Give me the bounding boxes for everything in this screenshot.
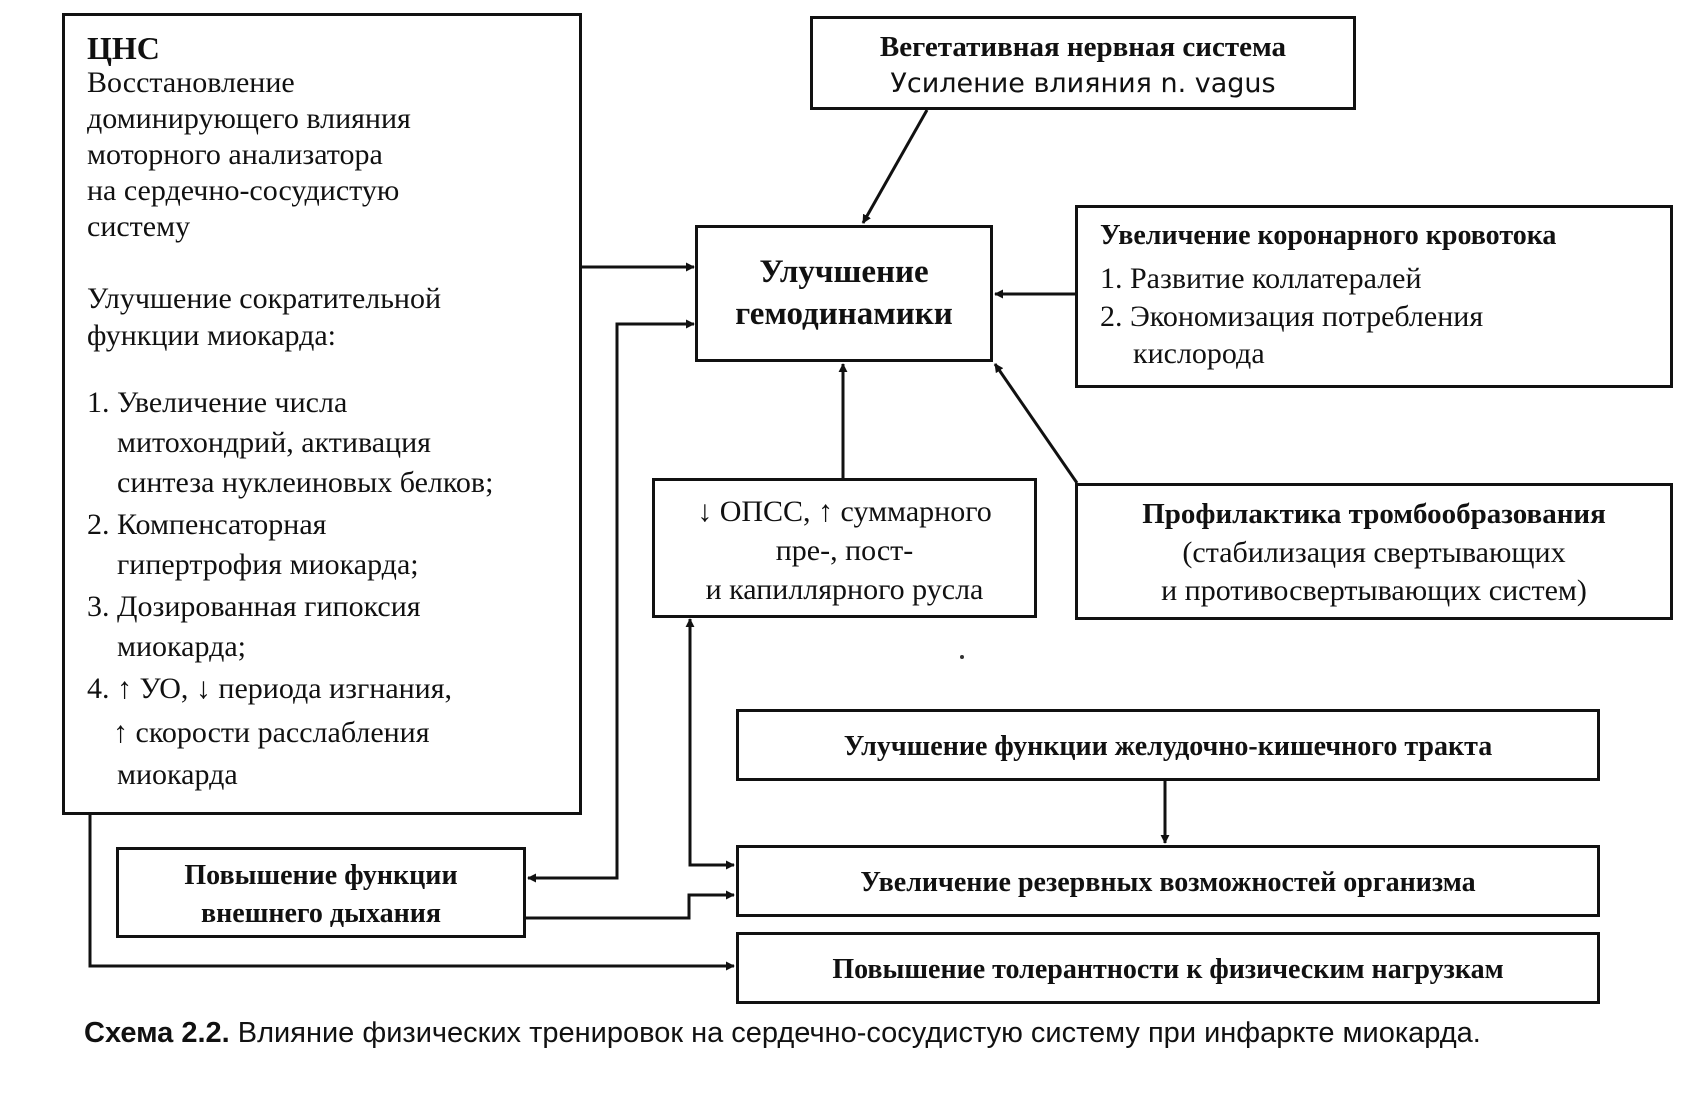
cns-box: ЦНС Восстановление доминирующего влияния… bbox=[62, 13, 582, 815]
arrow-breathing-to-reserve bbox=[526, 890, 735, 920]
coronary-item-1: 1. Развитие коллатералей bbox=[1100, 262, 1422, 295]
coronary-title: Увеличение коронарного кровотока bbox=[1100, 220, 1557, 251]
myocardium-heading-1: Улучшение сократительной bbox=[87, 282, 442, 315]
gi-title: Улучшение функции желудочно-кишечного тр… bbox=[843, 731, 1493, 762]
coronary-item-2: 2. Экономизация потребления bbox=[1100, 300, 1484, 333]
reserve-title: Увеличение резервных возможностей органи… bbox=[860, 867, 1476, 898]
myo-item-3-line-1: 3. Дозированная гипоксия bbox=[87, 590, 421, 623]
arrow-breathing-hemodynamics bbox=[527, 319, 695, 883]
opss-line-1: ↓ ОПСС, ↑ суммарного bbox=[697, 495, 992, 528]
myo-item-4-line-3: миокарда bbox=[117, 758, 238, 791]
myo-item-3-line-2: миокарда; bbox=[117, 630, 246, 663]
cns-line-1: Восстановление bbox=[87, 66, 295, 99]
coronary-box: Увеличение коронарного кровотока 1. Разв… bbox=[1075, 205, 1673, 388]
thrombo-box: Профилактика тромбообразования (стабилиз… bbox=[1075, 483, 1673, 620]
vegetative-subtitle: Усиление влияния n. vagus bbox=[890, 68, 1276, 99]
tolerance-box: Повышение толерантности к физическим наг… bbox=[736, 932, 1600, 1004]
arrow-cns-to-tolerance bbox=[88, 815, 735, 971]
tolerance-title: Повышение толерантности к физическим наг… bbox=[832, 954, 1504, 985]
arrow-vegetative-to-hemodynamics bbox=[861, 109, 929, 224]
cns-line-2: доминирующего влияния bbox=[87, 102, 411, 135]
stray-dot bbox=[960, 655, 964, 659]
myo-item-4-line-2: ↑ скорости расслабления bbox=[113, 716, 430, 749]
cns-line-4: на сердечно-сосудистую bbox=[87, 174, 400, 207]
cns-title: ЦНС bbox=[87, 30, 160, 66]
vegetative-title: Вегетативная нервная система bbox=[879, 31, 1287, 63]
opss-line-2: пре-, пост- bbox=[775, 534, 914, 567]
figure-caption: Схема 2.2. Влияние физических тренировок… bbox=[84, 1019, 1481, 1048]
cns-line-5: систему bbox=[87, 210, 191, 243]
hemodynamics-line-1: Улучшение bbox=[759, 254, 929, 290]
thrombo-line-1: (стабилизация свертывающих bbox=[1182, 536, 1566, 569]
hemodynamics-line-2: гемодинамики bbox=[735, 296, 953, 332]
myo-item-2-line-2: гипертрофия миокарда; bbox=[117, 548, 419, 581]
caption-label: Схема 2.2. bbox=[84, 1017, 230, 1049]
arrow-opss-reserve bbox=[685, 618, 735, 870]
breathing-box: Повышение функции внешнего дыхания bbox=[116, 847, 526, 938]
hemodynamics-box: Улучшение гемодинамики bbox=[695, 225, 993, 362]
breathing-line-2: внешнего дыхания bbox=[201, 898, 441, 929]
myo-item-1-line-1: 1. Увеличение числа bbox=[87, 386, 348, 419]
gi-box: Улучшение функции желудочно-кишечного тр… bbox=[736, 709, 1600, 781]
opss-line-3: и капиллярного русла bbox=[705, 573, 984, 606]
reserve-box: Увеличение резервных возможностей органи… bbox=[736, 845, 1600, 917]
caption-text: Влияние физических тренировок на сердечн… bbox=[237, 1017, 1481, 1049]
breathing-line-1: Повышение функции bbox=[184, 860, 458, 891]
thrombo-line-2: и противосвертывающих систем) bbox=[1161, 574, 1587, 607]
coronary-item-2-cont: кислорода bbox=[1133, 337, 1265, 370]
thrombo-title: Профилактика тромбообразования bbox=[1142, 498, 1606, 530]
myo-item-4-line-1: 4. ↑ УО, ↓ периода изгнания, bbox=[87, 672, 453, 705]
vegetative-box: Вегетативная нервная система Усиление вл… bbox=[810, 16, 1356, 110]
cns-line-3: моторного анализатора bbox=[87, 138, 383, 171]
myo-item-2-line-1: 2. Компенсаторная bbox=[87, 508, 327, 541]
arrow-thrombo-to-hemodynamics bbox=[993, 363, 1079, 484]
myo-item-1-line-3: синтеза нуклеиновых белков; bbox=[117, 466, 494, 499]
myocardium-heading-2: функции миокарда: bbox=[87, 319, 336, 352]
opss-box: ↓ ОПСС, ↑ суммарного пре-, пост- и капил… bbox=[652, 478, 1037, 618]
myo-item-1-line-2: митохондрий, активация bbox=[117, 426, 431, 459]
